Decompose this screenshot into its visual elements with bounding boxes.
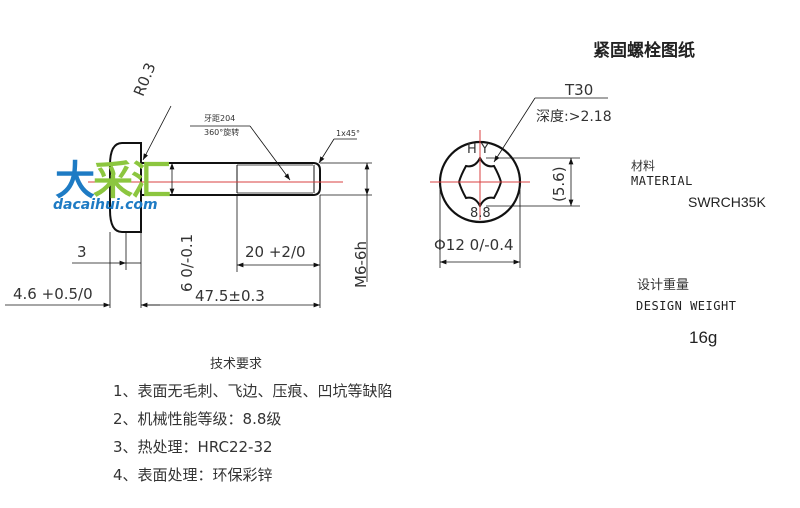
head-length-label: 4.6 +0.5/0	[13, 285, 93, 303]
material-label-cn: 材料	[631, 159, 656, 173]
requirement-item: 4、表面处理：环保彩锌	[113, 466, 273, 484]
watermark-domain: dacaihui.com	[53, 197, 158, 213]
requirements-title: 技术要求	[210, 357, 263, 372]
requirement-item: 3、热处理：HRC22-32	[113, 438, 273, 456]
bolt-side-view	[109, 142, 321, 233]
requirement-item: 2、机械性能等级：8.8级	[113, 410, 282, 428]
thread-note-line1: 牙距204	[204, 114, 236, 123]
material-value: SWRCH35K	[688, 194, 766, 210]
head-diameter-label: Φ12 0/-0.4	[434, 236, 514, 254]
weight-label-en: DESIGN WEIGHT	[636, 299, 737, 313]
total-length-label: 47.5±0.3	[195, 287, 265, 305]
watermark-char: 采	[93, 158, 133, 204]
marking-bottom: 8.8	[470, 206, 491, 221]
marking-top: H Y	[467, 142, 489, 157]
socket-size-label: (5.6)	[550, 166, 568, 202]
head-thickness-label: 3	[77, 243, 87, 261]
drive-label: T30	[565, 81, 594, 99]
requirement-item: 1、表面无毛刺、飞边、压痕、凹坑等缺陷	[113, 382, 393, 400]
depth-label: 深度:>2.18	[536, 109, 612, 125]
thread-length-label: 20 +2/0	[245, 243, 306, 261]
watermark-char: 汇	[131, 158, 171, 204]
material-label-en: MATERIAL	[631, 174, 693, 188]
watermark-logo: 大采汇	[55, 148, 171, 206]
weight-label-cn: 设计重量	[637, 278, 690, 293]
watermark-char: 大	[55, 158, 95, 204]
shank-diameter-label: 6 0/-0.1	[178, 233, 196, 292]
thread-note-line2: 360°旋转	[204, 128, 240, 137]
chamfer-label: 1x45°	[336, 129, 361, 138]
weight-value: 16g	[689, 328, 718, 347]
thread-spec-label: M6-6h	[352, 241, 370, 288]
drawing-title: 紧固螺栓图纸	[593, 41, 695, 61]
